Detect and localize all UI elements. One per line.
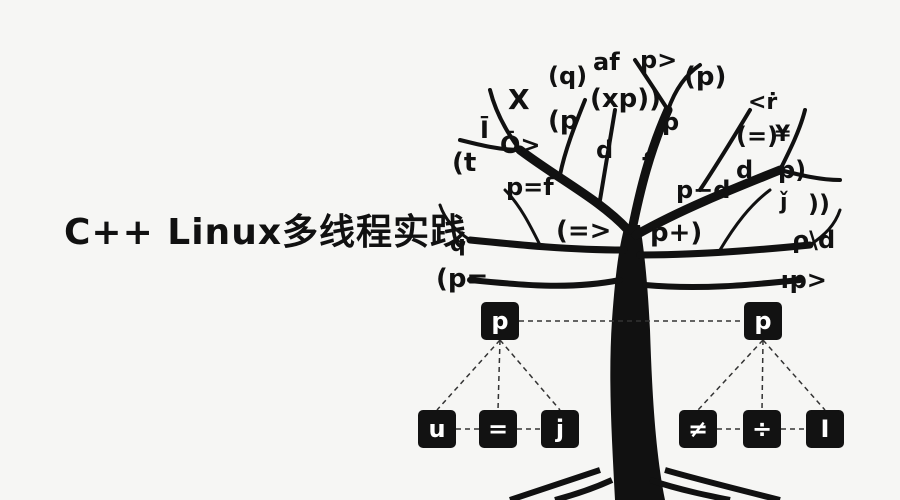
node-left-child-2: =: [479, 410, 517, 448]
tree-symbol: p−d: [676, 176, 731, 204]
tree-symbol: (=>: [556, 216, 612, 246]
node-right-child-1: ≠: [679, 410, 717, 448]
tree-symbol: Ī: [480, 116, 489, 144]
node-right-child-2: ÷: [743, 410, 781, 448]
tree-symbol: :p>: [780, 266, 827, 294]
node-left-child-1: u: [418, 410, 456, 448]
tree-symbol: (q): [548, 62, 588, 90]
tree-symbol: (p=: [436, 264, 489, 294]
tree-symbol: d: [596, 136, 614, 164]
tree-symbol: p+): [650, 218, 703, 248]
tree-symbol: Ō>: [500, 131, 541, 159]
tree-symbol: af: [593, 48, 620, 76]
tree-symbol: X: [508, 83, 530, 116]
page-title: C++ Linux多线程实践: [64, 212, 468, 253]
tree-symbol: p=f: [506, 173, 554, 201]
tree-symbol: p: [662, 108, 680, 136]
tree-symbol: ¥: [775, 122, 791, 147]
tree-symbol: (t: [452, 148, 477, 178]
tree-roots: [509, 467, 781, 500]
tree-symbol: (p: [548, 106, 579, 136]
node-right-child-3: I: [806, 410, 844, 448]
tree-trunk: [610, 225, 665, 500]
tree-symbol: (=): [736, 122, 779, 150]
tree-symbol: ρ\d: [792, 226, 836, 254]
tree-symbol: p>: [640, 46, 678, 74]
tree-symbol: (p): [684, 62, 727, 92]
tree-symbol: ǰ: [780, 190, 788, 215]
tree-symbol: f: [642, 148, 654, 178]
tree-symbol: <ṙ: [748, 90, 778, 115]
tree-symbol: q: [450, 232, 466, 257]
node-right-root: p: [744, 302, 782, 340]
tree-symbol: d: [736, 156, 754, 184]
tree-symbol: p): [778, 156, 807, 184]
tree-symbol: )): [808, 190, 830, 218]
node-left-root: p: [481, 302, 519, 340]
tree-symbol: (xp)): [590, 84, 662, 114]
node-left-child-3: j: [541, 410, 579, 448]
